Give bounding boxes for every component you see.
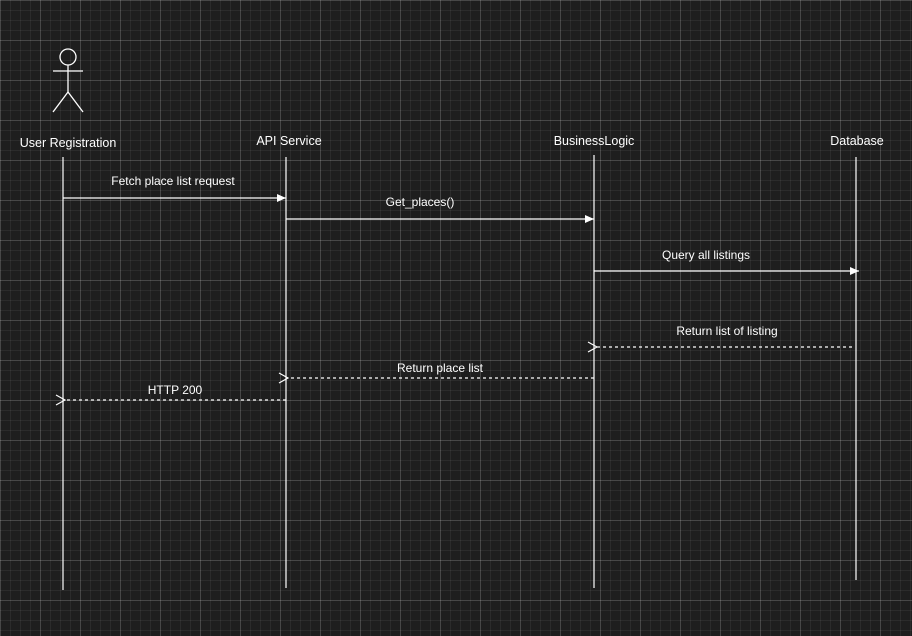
message-label-get-places[interactable]: Get_places() xyxy=(385,195,455,209)
message-label-http-200[interactable]: HTTP 200 xyxy=(147,383,203,397)
participant-user-registration[interactable]: User Registration xyxy=(19,136,117,150)
participant-api-service[interactable]: API Service xyxy=(256,134,322,148)
message-label-query-all-listings[interactable]: Query all listings xyxy=(661,248,751,262)
participant-database[interactable]: Database xyxy=(830,134,884,148)
message-label-return-place-list[interactable]: Return place list xyxy=(396,361,484,375)
participant-business-logic[interactable]: BusinessLogic xyxy=(553,134,635,148)
message-label-return-list-of-listing[interactable]: Return list of listing xyxy=(676,324,778,338)
actor-icon[interactable] xyxy=(52,48,84,113)
message-label-fetch-place-list[interactable]: Fetch place list request xyxy=(111,174,235,188)
